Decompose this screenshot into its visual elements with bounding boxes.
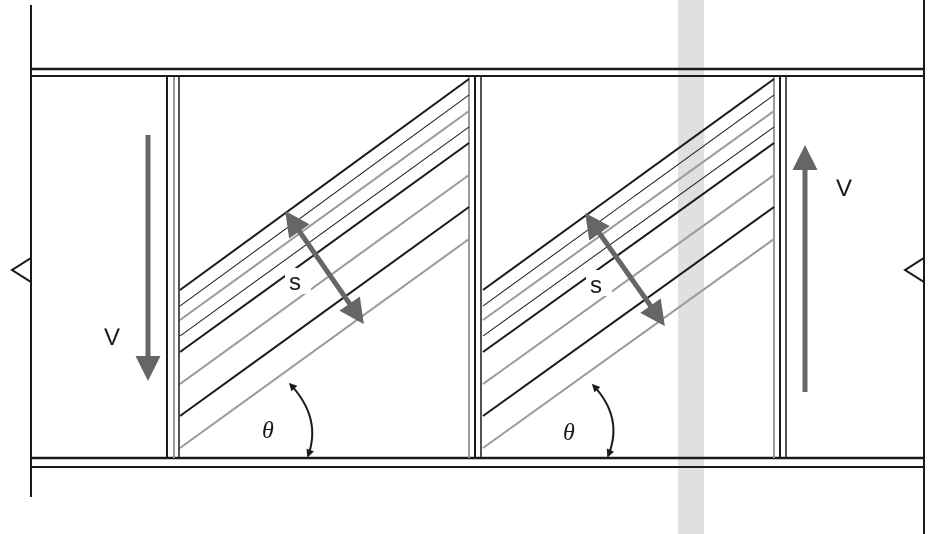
shear-label-right: V <box>836 175 852 202</box>
tension-field-right <box>482 78 775 449</box>
right-break-symbol <box>903 240 925 300</box>
label-mask-left <box>285 268 311 294</box>
stiffener-left <box>166 77 180 458</box>
angle-arc-left <box>288 382 314 458</box>
label-mask-right <box>586 270 612 296</box>
stiffener-middle <box>468 77 482 458</box>
spacing-arrow-left <box>285 210 364 325</box>
shear-label-left: V <box>104 324 120 351</box>
angle-arc-right <box>591 383 615 458</box>
spacing-label-left: s <box>289 269 301 296</box>
spacing-label-right: s <box>590 272 602 299</box>
spacing-arrow-right <box>585 212 665 327</box>
left-break-symbol <box>10 240 32 300</box>
angle-label-right: θ <box>563 420 575 446</box>
top-flange <box>31 67 924 77</box>
angle-label-left: θ <box>262 418 274 444</box>
bottom-flange <box>31 456 924 468</box>
stiffener-right <box>773 77 787 458</box>
